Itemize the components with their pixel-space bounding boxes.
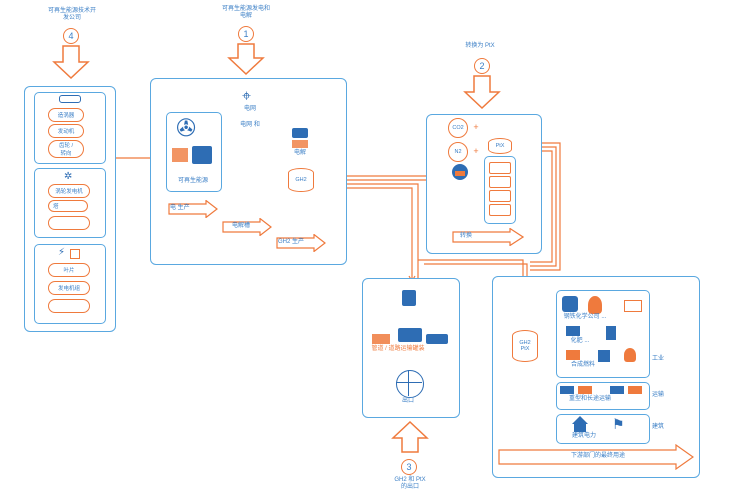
silo-icon — [598, 350, 610, 362]
electrolyzer-base-icon — [292, 140, 308, 148]
flow-arrow-1: 电 生产 — [168, 200, 218, 218]
chemical-flask-icon — [588, 296, 602, 314]
component-pill-6 — [48, 216, 90, 230]
component-pill-8: 发电机组 — [48, 281, 90, 295]
steel-icon — [562, 296, 578, 312]
factory-small-icon — [624, 300, 642, 312]
end-use-arrow: 下游部门的最终用途 — [498, 444, 694, 470]
right-title: 转换为 PtX — [465, 43, 495, 49]
building-label: 建筑 — [652, 424, 665, 430]
electrolyzer-icon — [292, 128, 308, 138]
electrical-icon: ⚡ — [58, 247, 66, 258]
factory-icon — [192, 146, 212, 164]
component-pill-7: 叶片 — [48, 263, 90, 277]
n2-bubble: N2 — [448, 142, 468, 162]
ship-small-icon — [610, 386, 624, 394]
refinery-icon — [566, 350, 580, 360]
truck-icon — [426, 334, 448, 344]
ptx-unit-2 — [489, 176, 511, 188]
left-title: 可再生能源技术开 发公司 — [47, 8, 96, 22]
industry-item-2: 化肥 ... — [570, 338, 590, 344]
pipeline-icon — [372, 334, 390, 344]
ptx-unit-4 — [489, 204, 511, 216]
globe-meridian — [408, 370, 409, 396]
gear-icon: ✲ — [64, 171, 73, 182]
monitor-icon — [70, 249, 80, 259]
component-pill-1: 造涡器 — [48, 108, 84, 122]
solar-panel-icon — [172, 148, 188, 162]
component-pill-5: 塔 — [48, 200, 88, 212]
gh2-tank-icon: GH2 — [288, 168, 314, 192]
co2-bubble: CO2 — [448, 118, 468, 138]
plant-tower-icon — [606, 326, 616, 340]
globe-icon — [396, 370, 424, 398]
electrolysis-label: 电解 — [293, 150, 306, 156]
grid-label: 电网 和 — [240, 122, 260, 128]
house-roof-icon — [572, 416, 588, 424]
globe-equator — [396, 382, 422, 383]
component-pill-9 — [48, 299, 90, 313]
truck-small-icon — [578, 386, 592, 394]
up-arrow-icon-bottom — [391, 420, 429, 453]
reactor-band-icon — [455, 171, 465, 176]
fertilizer-icon — [566, 326, 580, 336]
flow-arrow-3: GH2 生产 — [276, 234, 326, 252]
conversion-arrow: 转换 — [452, 228, 524, 246]
bottom-title: GH2 和 PtX 的出口 — [394, 477, 426, 491]
down-arrow-icon-left — [52, 45, 90, 80]
wind-turbine-icon: ✇ — [176, 115, 197, 142]
fuel-drop-icon — [624, 348, 636, 362]
power-tower-icon: ⌖ — [242, 88, 252, 105]
ptx-unit-3 — [489, 190, 511, 202]
step-3-badge: 3 — [401, 459, 417, 475]
flow-arrow-2: 电解槽 — [222, 218, 272, 236]
ptx-unit-1 — [489, 162, 511, 174]
ptx-tank: PtX — [488, 138, 512, 154]
power-label: 电网 — [243, 106, 256, 112]
gh2-ptx-tank: GH2 PtX — [512, 330, 538, 362]
step-4-badge: 4 — [63, 28, 79, 44]
train-icon — [628, 386, 642, 394]
pylon-icon: ⚑ — [612, 416, 625, 432]
nacelle-icon — [59, 95, 81, 103]
building-box — [556, 414, 650, 444]
ship-label: 出口 — [401, 398, 414, 404]
plus-sign-1: + — [473, 122, 479, 132]
center-title: 可再生能源发电和 电解 — [221, 6, 270, 20]
industry-item-1: 钢铁化学公司 ... — [563, 314, 607, 320]
bus-icon — [560, 386, 574, 394]
component-pill-4: 涡轮发电机 — [48, 184, 90, 198]
transport-label: 管道 / 道路运输罐装 — [371, 346, 425, 352]
component-pill-3: 齿轮 / 转向 — [48, 140, 84, 158]
port-icon — [398, 328, 422, 342]
plant-label: 可再生能源 — [177, 178, 208, 184]
transport-category-label: 运输 — [652, 392, 665, 398]
plus-sign-2: + — [473, 146, 479, 156]
industry-item-3: 合成燃料 — [570, 362, 595, 368]
down-arrow-icon-right — [463, 75, 501, 110]
industry-label: 工业 — [652, 356, 665, 362]
building-item: 建筑电力 — [571, 433, 596, 439]
component-pill-2: 发动机 — [48, 124, 84, 138]
house-icon — [574, 424, 586, 432]
step-1-badge: 1 — [238, 26, 254, 42]
step-2-badge: 2 — [474, 58, 490, 74]
down-arrow-icon-center — [227, 43, 265, 76]
storage-tank-icon — [402, 290, 416, 306]
transport-item: 重型和长途运输 — [568, 396, 611, 402]
